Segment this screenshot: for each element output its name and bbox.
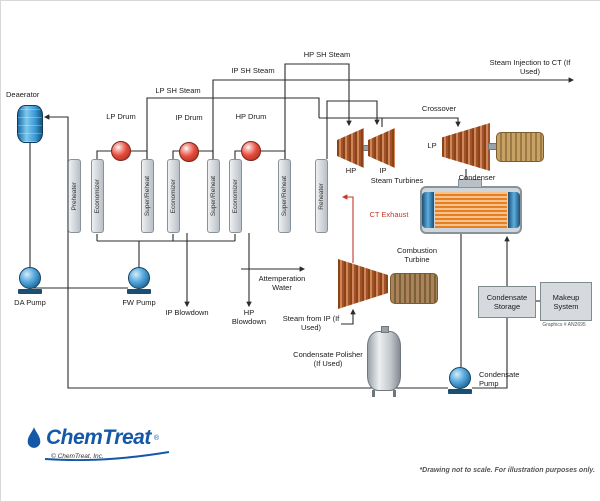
pump-base xyxy=(18,289,42,294)
pipe-steam-from-ip xyxy=(341,308,356,325)
label-steam-injection: Steam Injection to CT (If Used) xyxy=(489,58,571,76)
lp-drum-shape xyxy=(111,141,131,161)
pipe-ip-sh-steam-injection xyxy=(212,77,575,159)
label-condensate-pump: Condensate Pump xyxy=(479,370,520,388)
pump-impeller xyxy=(19,267,41,289)
hrsg-column-label: Reheater xyxy=(318,182,325,210)
da-pump-shape xyxy=(18,267,42,294)
label-condensate-storage: Condensate Storage xyxy=(486,293,528,311)
label-ct-exhaust: CT Exhaust xyxy=(369,210,409,219)
pipe-ct-exhaust xyxy=(341,194,354,263)
pipe-hp-sh-steam xyxy=(284,63,352,159)
pipe-lp-drum-riser-left xyxy=(96,150,113,159)
pipe-hot-reheat xyxy=(326,100,380,159)
chemtreat-logo: ChemTreat ® © ChemTreat, Inc. xyxy=(25,425,175,481)
label-attemperation-water: Attemperation Water xyxy=(258,274,306,292)
label-fw-pump: FW Pump xyxy=(122,298,156,307)
label-hp-turbine: HP xyxy=(345,166,357,175)
copyright-text: © ChemTreat, Inc. xyxy=(51,453,104,460)
logo-swoosh xyxy=(44,451,170,461)
hrsg-column-superheat-ip: Super/Reheat xyxy=(207,159,220,233)
hrsg-column-label: Economizer xyxy=(232,178,239,214)
pump-base xyxy=(448,389,472,394)
polisher-leg xyxy=(372,390,375,397)
label-condensate-polisher: Condensate Polisher (If Used) xyxy=(293,350,363,368)
label-steam-turbines: Steam Turbines xyxy=(370,176,424,185)
hrsg-column-label: Super/Reheat xyxy=(281,175,288,217)
hrsg-column-economizer-ip: Economizer xyxy=(167,159,180,233)
hrsg-column-superheat-lp: Super/Reheat xyxy=(141,159,154,233)
condenser-waterbox-left xyxy=(422,192,434,228)
polisher-leg xyxy=(393,390,396,397)
pump-impeller xyxy=(449,367,471,389)
condensate-storage-box: Condensate Storage xyxy=(478,286,536,318)
condenser-waterbox-right xyxy=(508,192,520,228)
fw-pump-shape xyxy=(127,267,151,294)
hrsg-column-label: Super/Reheat xyxy=(144,175,151,217)
pipe-crossover xyxy=(319,117,461,128)
hrsg-column-economizer-hp: Economizer xyxy=(229,159,242,233)
pump-impeller xyxy=(128,267,150,289)
hrsg-column-preheater: Preheater xyxy=(68,159,81,233)
pipe-ip-drum-riser-right xyxy=(197,150,214,159)
hrsg-column-label: Economizer xyxy=(94,178,101,214)
deaerator-vessel xyxy=(17,105,43,143)
hrsg-column-label: Preheater xyxy=(71,181,78,211)
pump-base xyxy=(127,289,151,294)
label-hp-drum: HP Drum xyxy=(235,112,267,121)
makeup-system-box: Makeup System xyxy=(540,282,592,321)
polisher-top-nozzle xyxy=(381,326,389,333)
hrsg-column-economizer-lp: Economizer xyxy=(91,159,104,233)
registered-mark: ® xyxy=(153,434,159,442)
label-deaerator: Deaerator xyxy=(6,90,40,99)
label-condenser: Condenser xyxy=(458,173,496,182)
condenser-tubes xyxy=(435,192,507,228)
label-combustion-turbine: Combustion Turbine xyxy=(396,246,438,264)
label-graphics-id: Graphics # AN2695 xyxy=(542,322,586,328)
condensate-pump-shape xyxy=(448,367,472,394)
brand-name: ChemTreat xyxy=(46,426,151,449)
label-makeup-system: Makeup System xyxy=(552,292,580,311)
label-ip-turbine: IP xyxy=(379,166,387,175)
label-steam-from-ip: Steam from IP (If Used) xyxy=(282,314,340,332)
label-crossover: Crossover xyxy=(421,104,457,113)
label-hp-blowdown: HP Blowdown xyxy=(231,308,267,326)
condenser-inlet-dome xyxy=(458,179,482,188)
label-lp-sh-steam: LP SH Steam xyxy=(155,86,201,95)
disclaimer-text: *Drawing not to scale. For illustration … xyxy=(419,467,595,474)
label-lp-turbine: LP xyxy=(427,141,437,150)
pipe-ip-drum-riser-left xyxy=(172,150,181,159)
combustion-turbine-generator-shape xyxy=(390,273,438,304)
pipe-lp-sh-steam xyxy=(146,97,320,159)
hrsg-column-superheat-hp: Super/Reheat xyxy=(278,159,291,233)
label-da-pump: DA Pump xyxy=(14,298,46,307)
label-lp-drum: LP Drum xyxy=(106,112,136,121)
water-drop-icon xyxy=(27,427,41,448)
pipe-hp-drum-riser-right xyxy=(259,150,286,159)
label-ip-sh-steam: IP SH Steam xyxy=(231,66,275,75)
pipe-lp-drum-riser-right xyxy=(129,150,148,159)
hrsg-column-label: Super/Reheat xyxy=(210,175,217,217)
pipe-condensate-return xyxy=(43,114,448,389)
label-ip-blowdown: IP Blowdown xyxy=(165,308,209,317)
condensate-polisher-shape xyxy=(367,326,401,391)
hrsg-column-reheater: Reheater xyxy=(315,159,328,233)
ip-drum-shape xyxy=(179,142,199,162)
pipe-storage-to-pump xyxy=(472,318,508,389)
hp-drum-shape xyxy=(241,141,261,161)
hrsg-column-label: Economizer xyxy=(170,178,177,214)
pipe-hp-drum-riser-left xyxy=(234,150,243,159)
label-hp-sh-steam: HP SH Steam xyxy=(303,50,351,59)
label-ip-drum: IP Drum xyxy=(175,113,203,122)
condenser-shape xyxy=(420,179,522,234)
steam-turbine-generator-shape xyxy=(496,132,544,162)
